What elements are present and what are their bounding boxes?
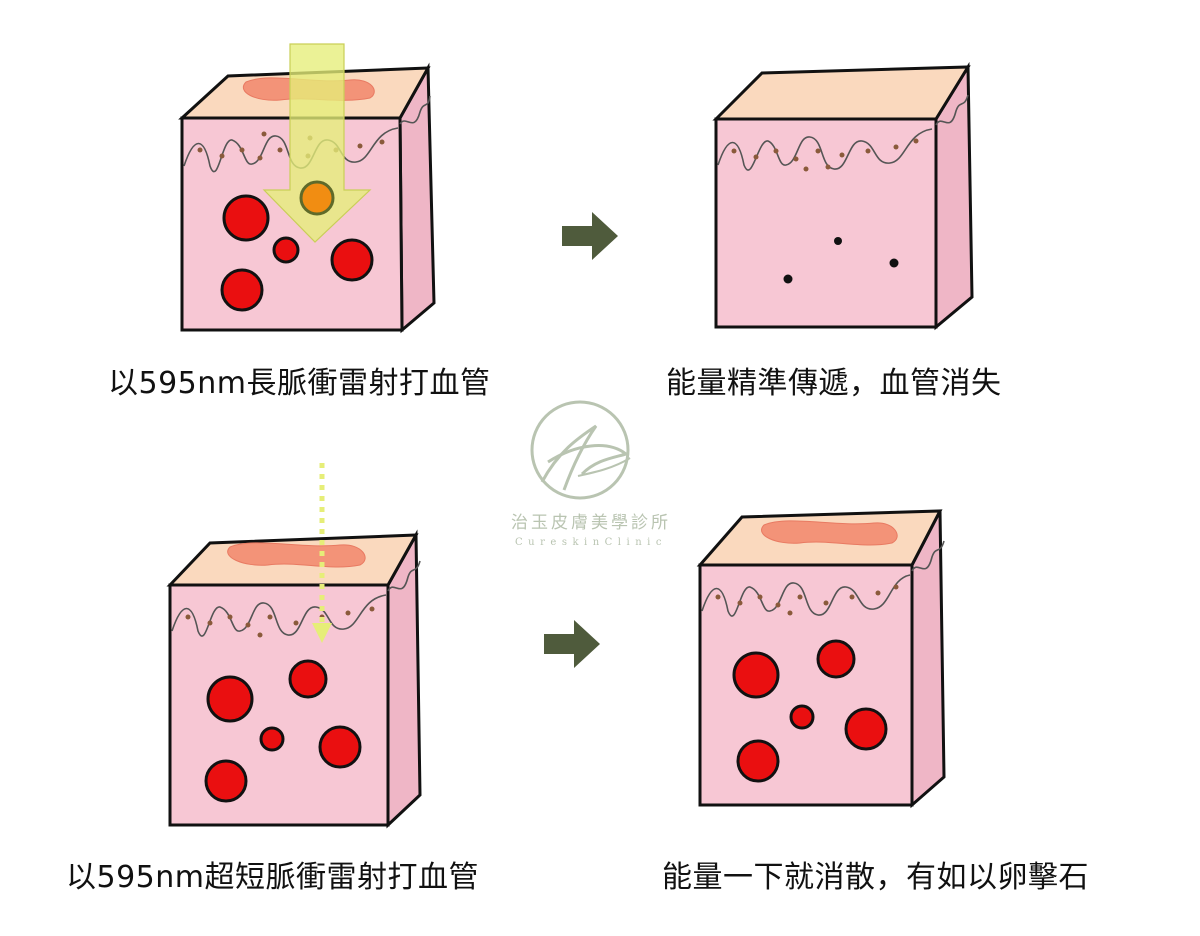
diagram-long-pulse	[160, 38, 450, 343]
blood-vessels	[732, 639, 888, 783]
right-arrow-icon	[562, 212, 618, 264]
diagram-vessels-remain	[690, 495, 980, 815]
right-arrow-icon	[544, 620, 600, 672]
pigment-dots	[731, 138, 919, 172]
clinic-watermark: 治玉皮膚美學診所 CureskinClinic	[486, 398, 696, 558]
clinic-name-english: CureskinClinic	[515, 537, 667, 548]
skin-block-illustration	[696, 509, 946, 809]
caption-ultra-short-pulse: 以595nm超短脈衝雷射打血管	[66, 860, 479, 895]
caption-long-pulse: 以595nm長脈衝雷射打血管	[108, 366, 491, 401]
pigment-dots	[715, 584, 899, 616]
diagram-ultra-short-pulse	[150, 455, 450, 835]
vessel-remnants	[783, 237, 899, 284]
caption-vessels-gone: 能量精準傳遞，血管消失	[666, 366, 1002, 401]
dotted-laser-arrow-icon	[312, 463, 332, 643]
logo-icon	[530, 400, 631, 500]
skin-block-illustration	[166, 463, 422, 829]
laser-arrow-icon	[262, 43, 372, 243]
clinic-name: 治玉皮膚美學診所	[511, 513, 671, 533]
blood-vessels	[204, 659, 362, 803]
skin-block-illustration	[178, 43, 436, 334]
blood-vessels	[220, 194, 374, 312]
diagram-vessels-gone	[700, 55, 990, 345]
skin-block-illustration	[712, 61, 974, 331]
caption-vessels-remain: 能量一下就消散，有如以卵擊石	[662, 860, 1089, 895]
